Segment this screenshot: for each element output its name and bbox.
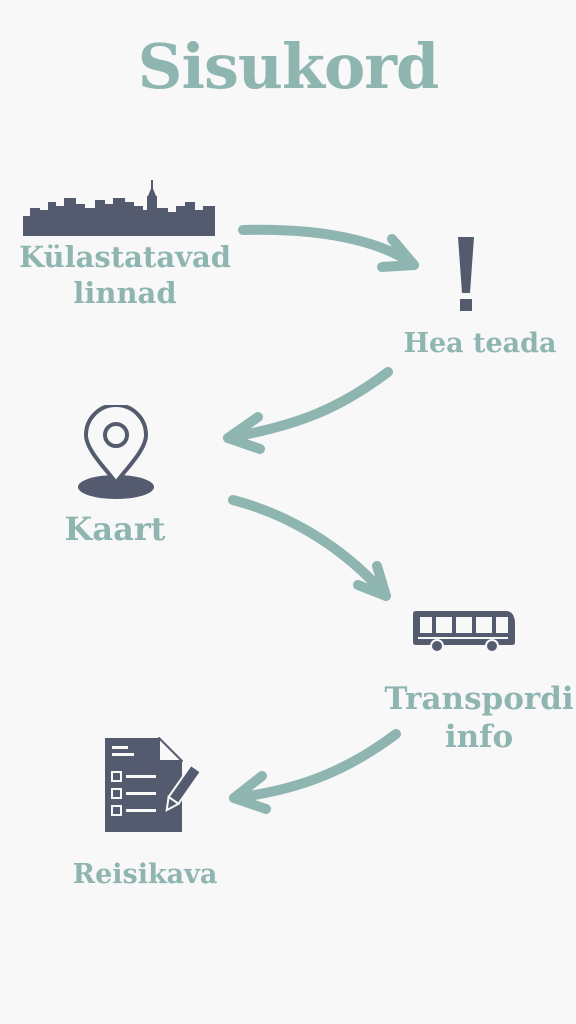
checklist-document-icon <box>105 737 206 832</box>
arrow-map-to-transport <box>228 495 391 601</box>
cities-label-line-2: linnad <box>73 276 177 310</box>
arrow-good-to-know-to-map <box>223 367 393 454</box>
section-label-transport: Transpordi info <box>382 680 576 756</box>
arrow-transport-to-itinerary <box>229 729 401 814</box>
good-to-know-label-line-1: Hea teada <box>403 328 557 359</box>
section-label-cities: Külastatavad linnad <box>10 239 240 311</box>
exclamation-icon <box>458 237 474 311</box>
map-label-line-1: Kaart <box>64 510 166 548</box>
itinerary-label-line-1: Reisikava <box>72 859 218 890</box>
section-label-itinerary: Reisikava <box>55 858 235 892</box>
bus-icon <box>413 611 515 653</box>
arrow-cities-to-good-to-know <box>238 224 419 272</box>
cities-label-line-1: Külastatavad <box>18 240 232 274</box>
section-label-map: Kaart <box>40 509 190 549</box>
map-pin-icon <box>78 405 154 499</box>
transport-label-line-2: info <box>444 719 514 755</box>
section-label-good-to-know: Hea teada <box>385 327 575 361</box>
city-skyline-icon <box>23 180 215 236</box>
transport-label-line-1: Transpordi <box>384 681 574 717</box>
page-title: Sisukord <box>137 30 440 103</box>
